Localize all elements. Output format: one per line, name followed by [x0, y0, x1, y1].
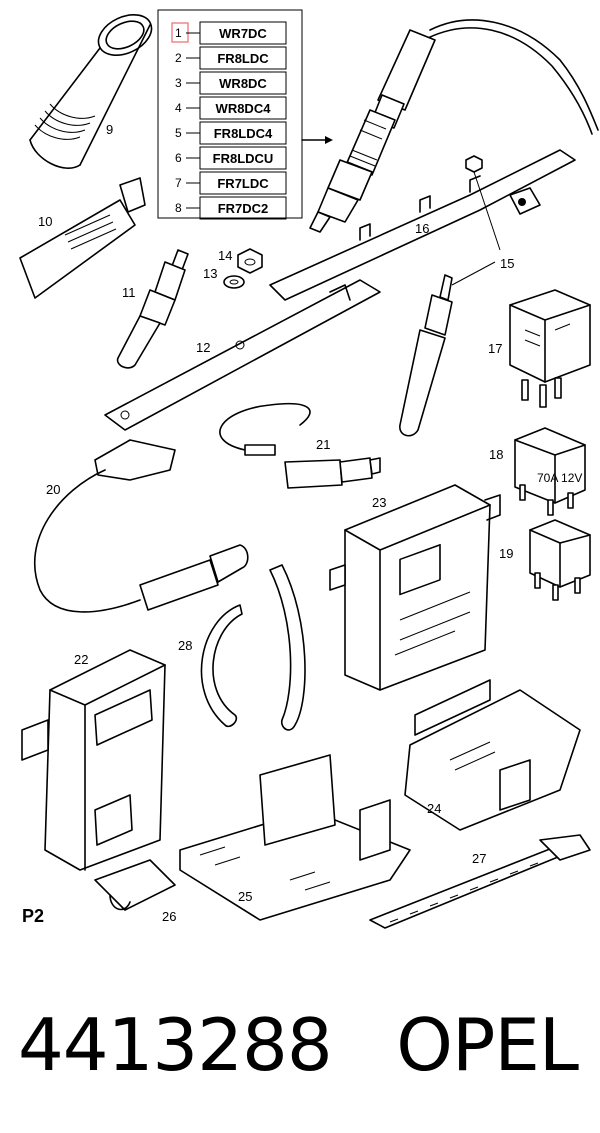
callout-20: 20 — [46, 482, 60, 497]
footer: 4413288 OPEL — [0, 990, 600, 1100]
callout-27: 27 — [472, 851, 486, 866]
part-20-sensor-harness — [34, 439, 249, 613]
spec-box — [199, 21, 287, 45]
callout-14: 14 — [218, 248, 232, 263]
callout-17: 17 — [488, 341, 502, 356]
callout-9: 9 — [106, 122, 113, 137]
part-27-cable-tie — [369, 834, 591, 929]
spec-row: 3 WR8DC — [175, 71, 287, 95]
callout-15: 15 — [500, 256, 514, 271]
callout-12: 12 — [196, 340, 210, 355]
callout-28: 28 — [178, 638, 192, 653]
part-23-control-unit — [329, 484, 501, 691]
part-13-14-nut-washer — [223, 248, 263, 289]
part-18-relay: 70A 12V — [514, 427, 586, 516]
brand-name: OPEL — [396, 1003, 579, 1087]
spec-box — [199, 171, 287, 195]
part-17-relay — [509, 289, 591, 408]
spec-index: 8 — [175, 201, 182, 215]
callout-10: 10 — [38, 214, 52, 229]
page-code: P2 — [22, 906, 44, 926]
spec-code: WR8DC4 — [216, 101, 272, 116]
spec-row: 5 FR8LDC4 — [175, 121, 287, 145]
part-11-glow-plug — [116, 249, 189, 369]
spec-code: FR8LDCU — [213, 151, 274, 166]
part-12-bracket — [104, 279, 381, 431]
part-16-rail — [269, 149, 576, 301]
part-number: 4413288 — [18, 1003, 333, 1087]
part-10-paste-tube — [19, 177, 146, 299]
pointer-arrow — [301, 136, 333, 144]
callout-18: 18 — [489, 447, 503, 462]
callout-26: 26 — [162, 909, 176, 924]
spec-box — [199, 96, 287, 120]
spec-index: 4 — [175, 101, 182, 115]
spec-row: 2 FR8LDC — [175, 46, 287, 70]
callout-16: 16 — [415, 221, 429, 236]
spec-index: 1 — [175, 26, 182, 40]
spec-row: 8 FR7DC2 — [175, 196, 287, 220]
callout-22: 22 — [74, 652, 88, 667]
spec-row: 4 WR8DC4 — [175, 96, 287, 120]
spec-code: FR8LDC — [217, 51, 269, 66]
part-15-glow-plug — [399, 155, 501, 437]
spec-box — [199, 196, 287, 220]
part-21-sensor — [219, 402, 381, 489]
relay-18-rating: 70A 12V — [537, 471, 582, 485]
callout-23: 23 — [372, 495, 386, 510]
spark-plug-with-lead — [309, 19, 599, 233]
part-9-sleeve — [29, 14, 153, 169]
spec-index: 7 — [175, 176, 182, 190]
spec-row: 1 WR7DC — [175, 21, 287, 45]
spec-index: 3 — [175, 76, 182, 90]
callout-21: 21 — [316, 437, 330, 452]
part-28-strap — [200, 564, 306, 731]
part-24-tray — [404, 679, 581, 831]
spec-code: FR8LDC4 — [214, 126, 273, 141]
callout-11: 11 — [122, 285, 136, 300]
callout-13: 13 — [203, 266, 217, 281]
spec-code: WR8DC — [219, 76, 267, 91]
spec-code: FR7DC2 — [218, 201, 269, 216]
part-26-clip — [94, 859, 176, 911]
callout-19: 19 — [499, 546, 513, 561]
spec-index: 2 — [175, 51, 182, 65]
spec-code: FR7LDC — [217, 176, 269, 191]
spec-box — [199, 146, 287, 170]
part-19-relay — [529, 519, 591, 601]
spec-index: 6 — [175, 151, 182, 165]
part-25-tray — [179, 754, 411, 921]
spec-row: 7 FR7LDC — [175, 171, 287, 195]
spec-row: 6 FR8LDCU — [175, 146, 287, 170]
spec-box — [199, 121, 287, 145]
callout-25: 25 — [238, 889, 252, 904]
part-22-control-unit — [21, 649, 166, 871]
spec-box — [199, 71, 287, 95]
callout-24: 24 — [427, 801, 441, 816]
spec-box — [199, 46, 287, 70]
spec-code: WR7DC — [219, 26, 267, 41]
spec-index: 5 — [175, 126, 182, 140]
